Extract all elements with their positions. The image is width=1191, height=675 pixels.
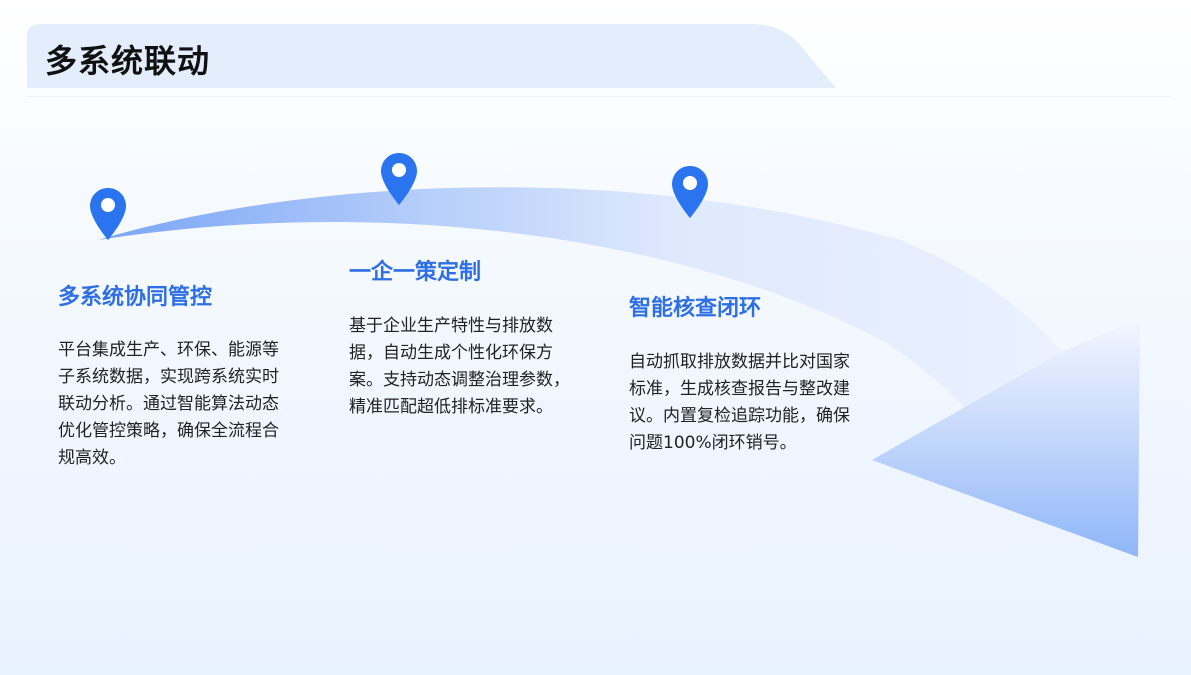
header-divider: [27, 96, 1171, 97]
location-pin-icon: [381, 153, 417, 205]
step-description-3: 自动抓取排放数据并比对国家标准，生成核查报告与整改建议。内置复检追踪功能，确保问…: [629, 352, 850, 453]
location-pin-icon: [90, 188, 126, 240]
step-title-2: 一企一策定制: [349, 260, 482, 285]
step-description-1: 平台集成生产、环保、能源等子系统数据，实现跨系统实时联动分析。通过智能算法动态优…: [58, 340, 279, 468]
step-description-2: 基于企业生产特性与排放数据，自动生成个性化环保方案。支持动态调整治理参数，精准匹…: [349, 316, 570, 417]
step-title-3: 智能核查闭环: [629, 296, 762, 321]
arrow-head: [872, 318, 1140, 557]
arrow-body: [98, 187, 1062, 407]
location-pin-icon: [672, 166, 708, 218]
page-title: 多系统联动: [45, 42, 211, 80]
header-tab: [27, 24, 836, 88]
step-title-1: 多系统协同管控: [58, 285, 213, 310]
